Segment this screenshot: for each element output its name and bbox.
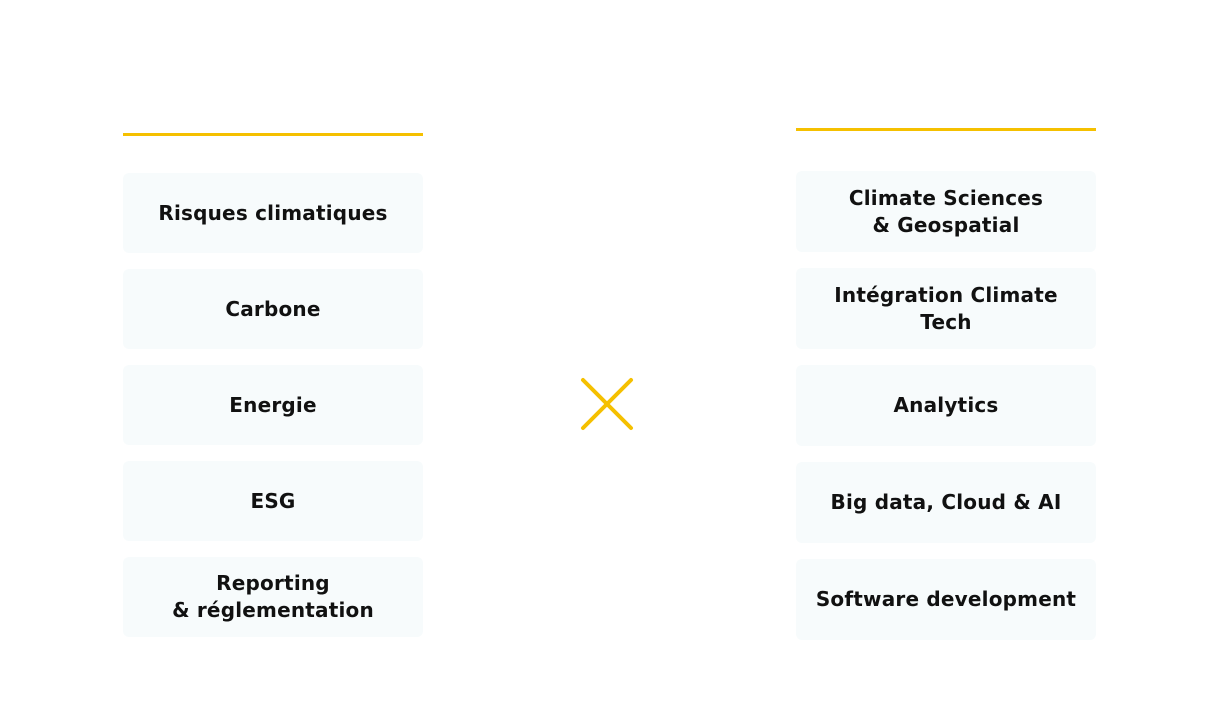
card-label: Carbone xyxy=(225,296,321,321)
card-label: ESG xyxy=(250,488,296,513)
card-label: Reporting & réglementation xyxy=(172,571,374,622)
card-software-development: Software development xyxy=(796,559,1096,640)
card-big-data: Big data, Cloud & AI xyxy=(796,462,1096,543)
card-risques-climatiques: Risques climatiques xyxy=(123,173,423,253)
cross-icon xyxy=(581,378,633,430)
card-analytics: Analytics xyxy=(796,365,1096,446)
card-esg: ESG xyxy=(123,461,423,541)
card-label: Risques climatiques xyxy=(158,200,388,225)
card-label: Intégration Climate Tech xyxy=(834,282,1058,334)
card-energie: Energie xyxy=(123,365,423,445)
card-carbone: Carbone xyxy=(123,269,423,349)
card-integration-climate-tech: Intégration Climate Tech xyxy=(796,268,1096,349)
right-column: Climate Sciences & Geospatial Intégratio… xyxy=(796,128,1096,656)
right-accent-line xyxy=(796,128,1096,131)
left-column: Risques climatiques Carbone Energie ESG … xyxy=(123,133,423,653)
card-reporting: Reporting & réglementation xyxy=(123,557,423,637)
card-label: Analytics xyxy=(893,393,999,417)
left-accent-line xyxy=(123,133,423,136)
cross-stroke-2 xyxy=(581,378,633,430)
card-label: Energie xyxy=(229,392,317,417)
card-label: Software development xyxy=(815,587,1077,611)
card-label: Climate Sciences & Geospatial xyxy=(848,185,1044,237)
card-climate-sciences: Climate Sciences & Geospatial xyxy=(796,171,1096,252)
card-label: Big data, Cloud & AI xyxy=(830,490,1062,514)
